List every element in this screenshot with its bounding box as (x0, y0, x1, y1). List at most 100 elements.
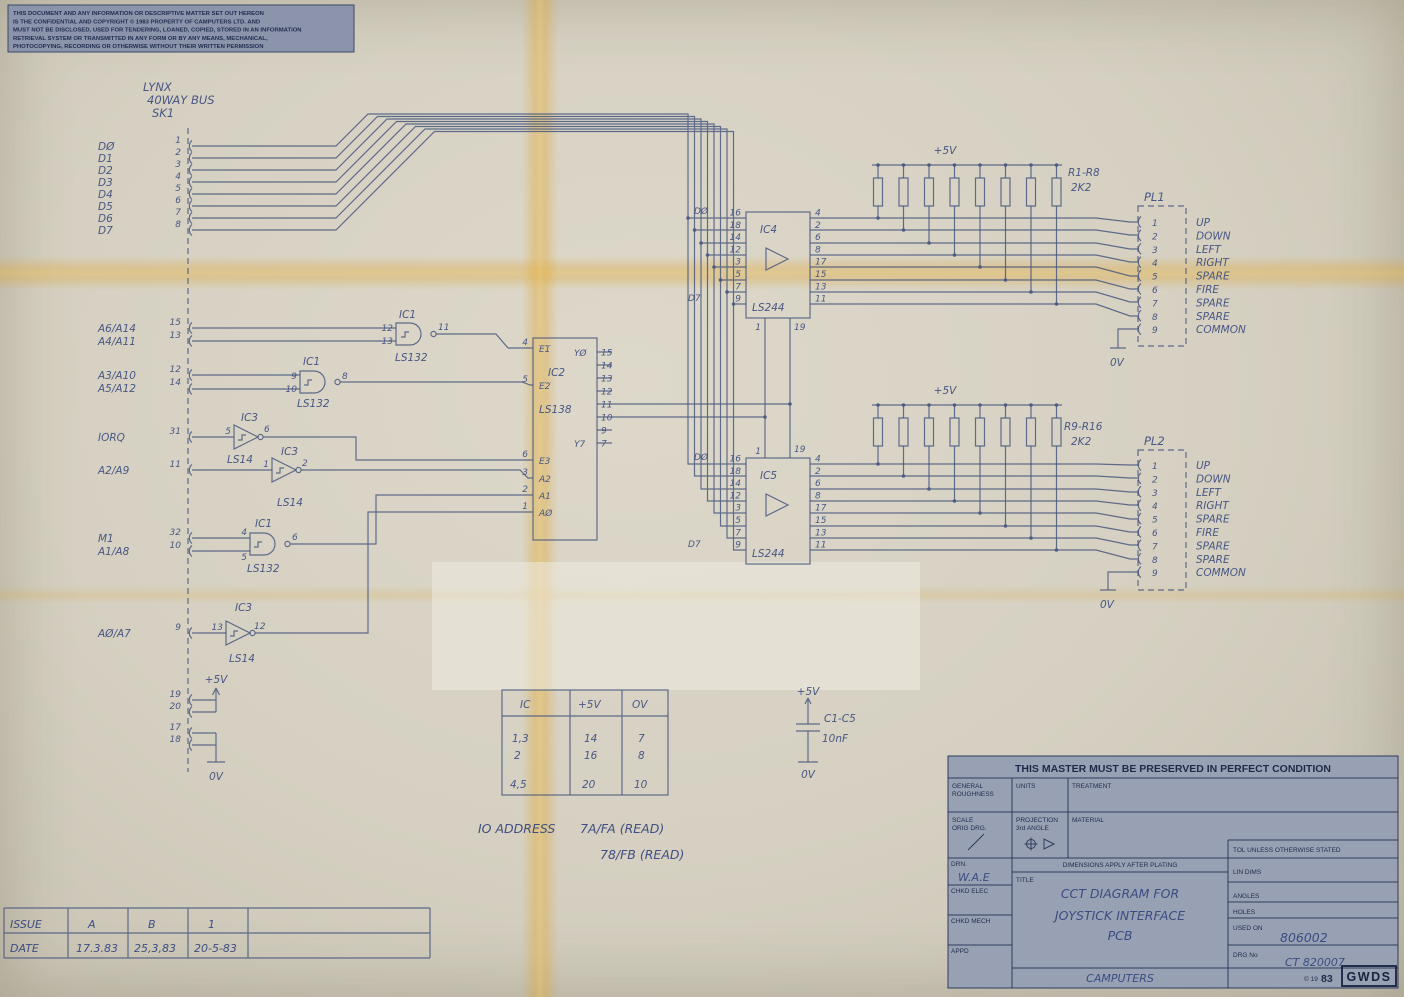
bus-pin-number: 2 (175, 148, 181, 158)
pl1-pin-label: SPARE (1196, 271, 1230, 283)
pl2-pin-row: 8 SPARE (1137, 552, 1230, 566)
ic4-out-pin: 8 (815, 245, 821, 255)
bus-pin-row: D3 4 (98, 172, 193, 189)
ic5-buffer-symbol (765, 493, 790, 517)
inverter-bubble (257, 433, 264, 441)
bus-pin-label: D3 (98, 177, 113, 189)
copyright-line: RETRIEVAL SYSTEM OR TRANSMITTED IN ANY F… (13, 36, 268, 42)
gate4-part: LS14 (277, 497, 303, 509)
ptable-cell: 8 (638, 750, 645, 762)
ic2-sig-e1: E1 (539, 345, 550, 355)
rnet1-ref: R1-R8 (1068, 167, 1100, 179)
pl2-pin-label: UP (1196, 460, 1211, 472)
ic5-out-pin: 2 (815, 467, 821, 477)
pin-hook-icon (1137, 229, 1142, 242)
pl1-name: PL1 (1144, 190, 1165, 204)
gate-bodies (225, 322, 422, 646)
bus-power-wires (192, 687, 225, 763)
pin-a3a10: 12 (170, 365, 182, 375)
gate2-out: 8 (342, 372, 348, 382)
pl1-pin-label: LEFT (1196, 244, 1223, 256)
tb-dimensions-note: DIMENSIONS APPLY AFTER PLATING (1063, 862, 1178, 869)
ic4-to-pl1-wires (810, 217, 1138, 317)
pl1-pin-number: 8 (1152, 313, 1158, 323)
pin-iorq: 31 (170, 427, 181, 437)
label-m1: M1 (98, 533, 114, 545)
ic2-name: IC2 (548, 367, 565, 379)
pin-hook-icon (1137, 512, 1142, 525)
io-address-prefix: IO ADDRESS (478, 821, 555, 836)
ptable-cell: 10 (634, 779, 648, 791)
ic5-d7-label: D7 (688, 540, 701, 550)
ic5-out-pin: 15 (815, 516, 827, 526)
pl2-pin-label: RIGHT (1196, 500, 1230, 512)
label-a5a12: A5/A12 (97, 383, 136, 395)
tb-used-on: USED ON (1233, 925, 1263, 932)
gate3-name: IC3 (241, 412, 258, 424)
bus-pin-label: DØ (98, 141, 115, 153)
pin-hook-icon (1137, 256, 1142, 269)
rnet2-resistor-bodies (872, 417, 1062, 447)
ic4-pin1: 1 (755, 323, 761, 333)
pl2-pin-row: 5 SPARE (1137, 512, 1230, 526)
drawing-title-line3: PCB (1108, 928, 1133, 943)
cap-value: 10nF (822, 733, 849, 745)
ic4-out-pin: 17 (815, 258, 827, 268)
pin-hook-icon (188, 176, 193, 188)
ic5-pin1: 1 (755, 447, 761, 457)
gate5-in2: 5 (241, 553, 247, 563)
pl2-pin-row: 7 SPARE (1137, 539, 1230, 552)
tb-roughness: ROUGHNESS (952, 791, 995, 798)
pl2-pin-label: SPARE (1196, 540, 1230, 552)
pin-a4a11: 13 (170, 331, 182, 341)
gate3-in: 5 (225, 427, 231, 437)
pin-hook-icon (188, 212, 193, 224)
pin-hook-icon (1137, 499, 1142, 512)
rnet1-value: 2K2 (1071, 182, 1092, 194)
rnet1-plus5-label: +5V (934, 145, 957, 157)
bus-pin-row: D2 3 (98, 160, 193, 177)
ic2-right-pin: 14 (601, 362, 613, 372)
ic4-out-pin: 15 (815, 270, 827, 280)
gate4-out: 2 (302, 459, 308, 469)
pl1-pin-label: RIGHT (1196, 257, 1230, 269)
pl1-pin-row: 1 UP (1137, 216, 1211, 229)
tb-company: CAMPUTERS (1086, 972, 1154, 985)
pin-hook-icon (1137, 566, 1142, 579)
ic4-in-pin: 16 (730, 209, 742, 219)
ic5-out-pin: 11 (815, 541, 826, 551)
tb-material: MATERIAL (1072, 817, 1104, 824)
bus-data-pins: DØ 1 D1 2 D2 3 D3 4 D4 5 D5 6 D6 7 (98, 136, 193, 237)
power-table-grid (502, 690, 668, 795)
ic2-pin-a0: 1 (522, 502, 528, 512)
bus-title-40way: 40WAY BUS (147, 93, 215, 107)
ic5-pin19: 19 (794, 445, 806, 455)
tb-copyright: © 19 (1304, 975, 1318, 983)
pl1-pin-number: 1 (1152, 219, 1158, 229)
bus-pin-row: D5 6 (98, 196, 193, 213)
bus-pin-label: D1 (98, 153, 113, 165)
inverter-bubble (249, 629, 256, 637)
cap-0v-label: 0V (801, 769, 816, 781)
pl2-pin-label: SPARE (1196, 514, 1230, 526)
pl2-pin-number: 7 (1152, 542, 1158, 552)
tb-chkd-mech: CHKD MECH (951, 918, 991, 925)
ptable-cell: 7 (638, 733, 645, 745)
title-block-banner: THIS MASTER MUST BE PRESERVED IN PERFECT… (1015, 763, 1331, 775)
pl1-0v-label: 0V (1110, 357, 1125, 369)
pl2-pin-number: 5 (1152, 516, 1158, 526)
pl2-pin-number: 9 (1152, 569, 1158, 579)
gate2-part: LS132 (297, 398, 330, 410)
pin-hook-icon (1137, 269, 1142, 282)
pl1-pin-label: UP (1196, 217, 1211, 229)
ic2-sig-a1: A1 (538, 492, 551, 502)
ic4-in-pin: 7 (735, 282, 741, 292)
pin-a2a9: 11 (170, 460, 181, 470)
ic5-in-pin: 12 (730, 491, 742, 501)
capacitor-wires (796, 697, 820, 763)
ic5-in-pin: 3 (735, 504, 741, 514)
pl1-pin-label: DOWN (1196, 230, 1231, 242)
